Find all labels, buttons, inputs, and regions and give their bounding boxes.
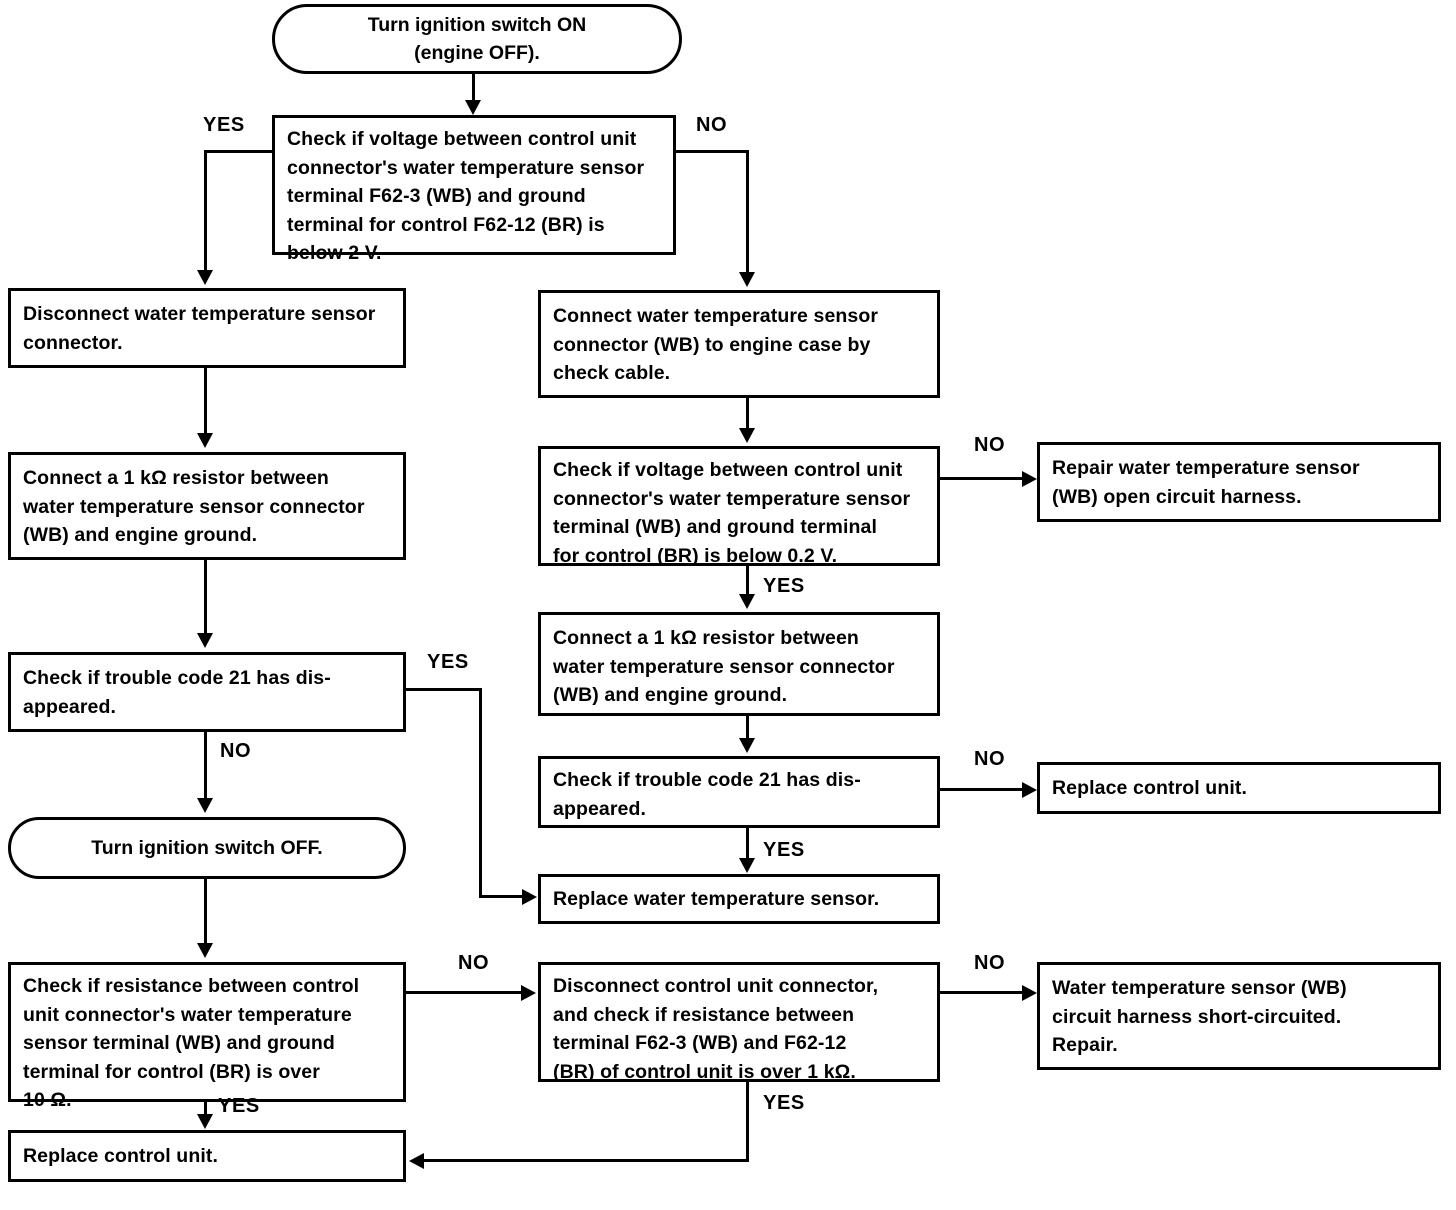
edge-label-yes-voltage-f62: YES — [203, 114, 245, 136]
node-connect-sensor-to-case-label: Connect water temperature sensor connect… — [553, 305, 879, 384]
edge-yes-voltage-v — [204, 150, 207, 270]
edge-yes-code21-left-h1 — [404, 688, 482, 691]
edge-no-code21-left-arrow — [197, 798, 213, 813]
edge-label-no-code21-mid: NO — [974, 748, 1006, 770]
edge-yes-resistance-left-arrow — [197, 1114, 213, 1129]
node-disconnect-cu-check-resistance-label: Disconnect control unit connector, and c… — [553, 975, 879, 1083]
edge-no-resistance-left-arrow — [521, 985, 536, 1001]
edge-connect-case-to-voltage02 — [746, 398, 749, 429]
edge-yes-code21-left-arrow — [522, 889, 537, 905]
node-turn-ignition-off: Turn ignition switch OFF. — [8, 817, 406, 879]
edge-label-no-voltage-f62: NO — [696, 114, 728, 136]
edge-no-resistance-left-h — [404, 991, 523, 994]
edge-no-voltage-v — [746, 150, 749, 272]
node-turn-ignition-on: Turn ignition switch ON (engine OFF). — [272, 4, 682, 74]
edge-no-voltage-arrow — [739, 272, 755, 287]
node-check-code21-left: Check if trouble code 21 has dis- appear… — [8, 652, 406, 732]
edge-label-yes-resistance-left: YES — [218, 1095, 260, 1117]
edge-no-code21-mid-h — [938, 788, 1024, 791]
edge-ignition-off-to-resistance — [204, 879, 207, 943]
edge-yes-code21-left-v — [479, 688, 482, 897]
edge-start-to-check-voltage — [472, 74, 475, 102]
edge-no-code21-left — [204, 732, 207, 800]
node-check-voltage-02v: Check if voltage between control unit co… — [538, 446, 940, 567]
edge-yes-voltage-arrow — [197, 270, 213, 285]
node-replace-sensor-label: Replace water temperature sensor. — [553, 887, 880, 910]
node-check-code21-mid-label: Check if trouble code 21 has dis- appear… — [553, 769, 861, 820]
edge-yes-disconnect-cu-v — [746, 1082, 749, 1162]
node-disconnect-sensor-connector-label: Disconnect water temperature sensor conn… — [23, 303, 376, 354]
node-replace-control-unit-right: Replace control unit. — [1037, 762, 1441, 814]
edge-no-voltage-h — [674, 150, 749, 153]
node-check-code21-mid: Check if trouble code 21 has dis- appear… — [538, 756, 940, 828]
node-replace-sensor: Replace water temperature sensor. — [538, 874, 940, 924]
edge-label-no-resistance-left: NO — [458, 952, 490, 974]
edge-yes-disconnect-cu-arrow — [409, 1153, 424, 1169]
node-turn-ignition-off-label: Turn ignition switch OFF. — [91, 836, 323, 859]
node-check-code21-left-label: Check if trouble code 21 has dis- appear… — [23, 667, 331, 718]
edge-resistor-to-code21-left — [204, 560, 207, 634]
node-disconnect-cu-check-resistance: Disconnect control unit connector, and c… — [538, 962, 940, 1083]
node-turn-ignition-on-label: Turn ignition switch ON (engine OFF). — [367, 13, 587, 65]
node-check-resistance-left: Check if resistance between control unit… — [8, 962, 406, 1111]
node-disconnect-sensor-connector: Disconnect water temperature sensor conn… — [8, 288, 406, 368]
edge-resistor-mid-to-code21-mid-arrow — [739, 738, 755, 753]
edge-label-no-disconnect-cu: NO — [974, 952, 1006, 974]
edge-label-yes-voltage-02v: YES — [763, 575, 805, 597]
edge-resistor-to-code21-left-arrow — [197, 633, 213, 648]
edge-resistor-mid-to-code21-mid — [746, 716, 749, 740]
edge-yes-code21-mid — [746, 828, 749, 860]
edge-yes-disconnect-cu-h — [424, 1159, 749, 1162]
edge-ignition-off-to-resistance-arrow — [197, 943, 213, 958]
edge-no-disconnect-cu-arrow — [1022, 985, 1037, 1001]
edge-no-voltage02-arrow — [1022, 471, 1037, 487]
node-connect-resistor-mid-label: Connect a 1 kΩ resistor between water te… — [553, 627, 895, 706]
edge-label-yes-disconnect-cu: YES — [763, 1092, 805, 1114]
node-repair-open-circuit-label: Repair water temperature sensor (WB) ope… — [1052, 457, 1360, 508]
node-replace-control-unit-right-label: Replace control unit. — [1052, 776, 1247, 799]
edge-yes-code21-mid-arrow — [739, 858, 755, 873]
node-replace-control-unit-left: Replace control unit. — [8, 1130, 406, 1182]
edge-disconnect-to-resistor-arrow — [197, 433, 213, 448]
edge-yes-code21-left-h2 — [479, 895, 525, 898]
node-short-circuit-repair: Water temperature sensor (WB) circuit ha… — [1037, 962, 1441, 1070]
node-short-circuit-repair-label: Water temperature sensor (WB) circuit ha… — [1052, 977, 1347, 1056]
edge-label-yes-code21-left: YES — [427, 651, 469, 673]
node-connect-sensor-to-case: Connect water temperature sensor connect… — [538, 290, 940, 398]
edge-disconnect-to-resistor — [204, 368, 207, 434]
node-check-voltage-02v-label: Check if voltage between control unit co… — [553, 459, 911, 567]
edge-label-no-code21-left: NO — [220, 740, 252, 762]
node-replace-control-unit-left-label: Replace control unit. — [23, 1144, 218, 1167]
edge-no-code21-mid-arrow — [1022, 782, 1037, 798]
edge-no-voltage02-h — [938, 477, 1024, 480]
node-connect-resistor-mid: Connect a 1 kΩ resistor between water te… — [538, 612, 940, 716]
node-check-resistance-left-label: Check if resistance between control unit… — [23, 975, 360, 1111]
node-connect-resistor-left: Connect a 1 kΩ resistor between water te… — [8, 452, 406, 560]
edge-yes-resistance-left — [204, 1102, 207, 1116]
edge-start-to-check-voltage-arrow — [465, 100, 481, 115]
edge-yes-voltage02-arrow — [739, 594, 755, 609]
edge-yes-voltage-h — [204, 150, 275, 153]
node-repair-open-circuit: Repair water temperature sensor (WB) ope… — [1037, 442, 1441, 522]
node-connect-resistor-left-label: Connect a 1 kΩ resistor between water te… — [23, 467, 365, 546]
edge-yes-voltage02 — [746, 566, 749, 596]
node-check-voltage-f62: Check if voltage between control unit co… — [272, 115, 676, 264]
edge-label-yes-code21-mid: YES — [763, 839, 805, 861]
node-check-voltage-f62-label: Check if voltage between control unit co… — [287, 128, 645, 264]
edge-connect-case-to-voltage02-arrow — [739, 428, 755, 443]
edge-label-no-voltage-02v: NO — [974, 434, 1006, 456]
edge-no-disconnect-cu-h — [938, 991, 1024, 994]
